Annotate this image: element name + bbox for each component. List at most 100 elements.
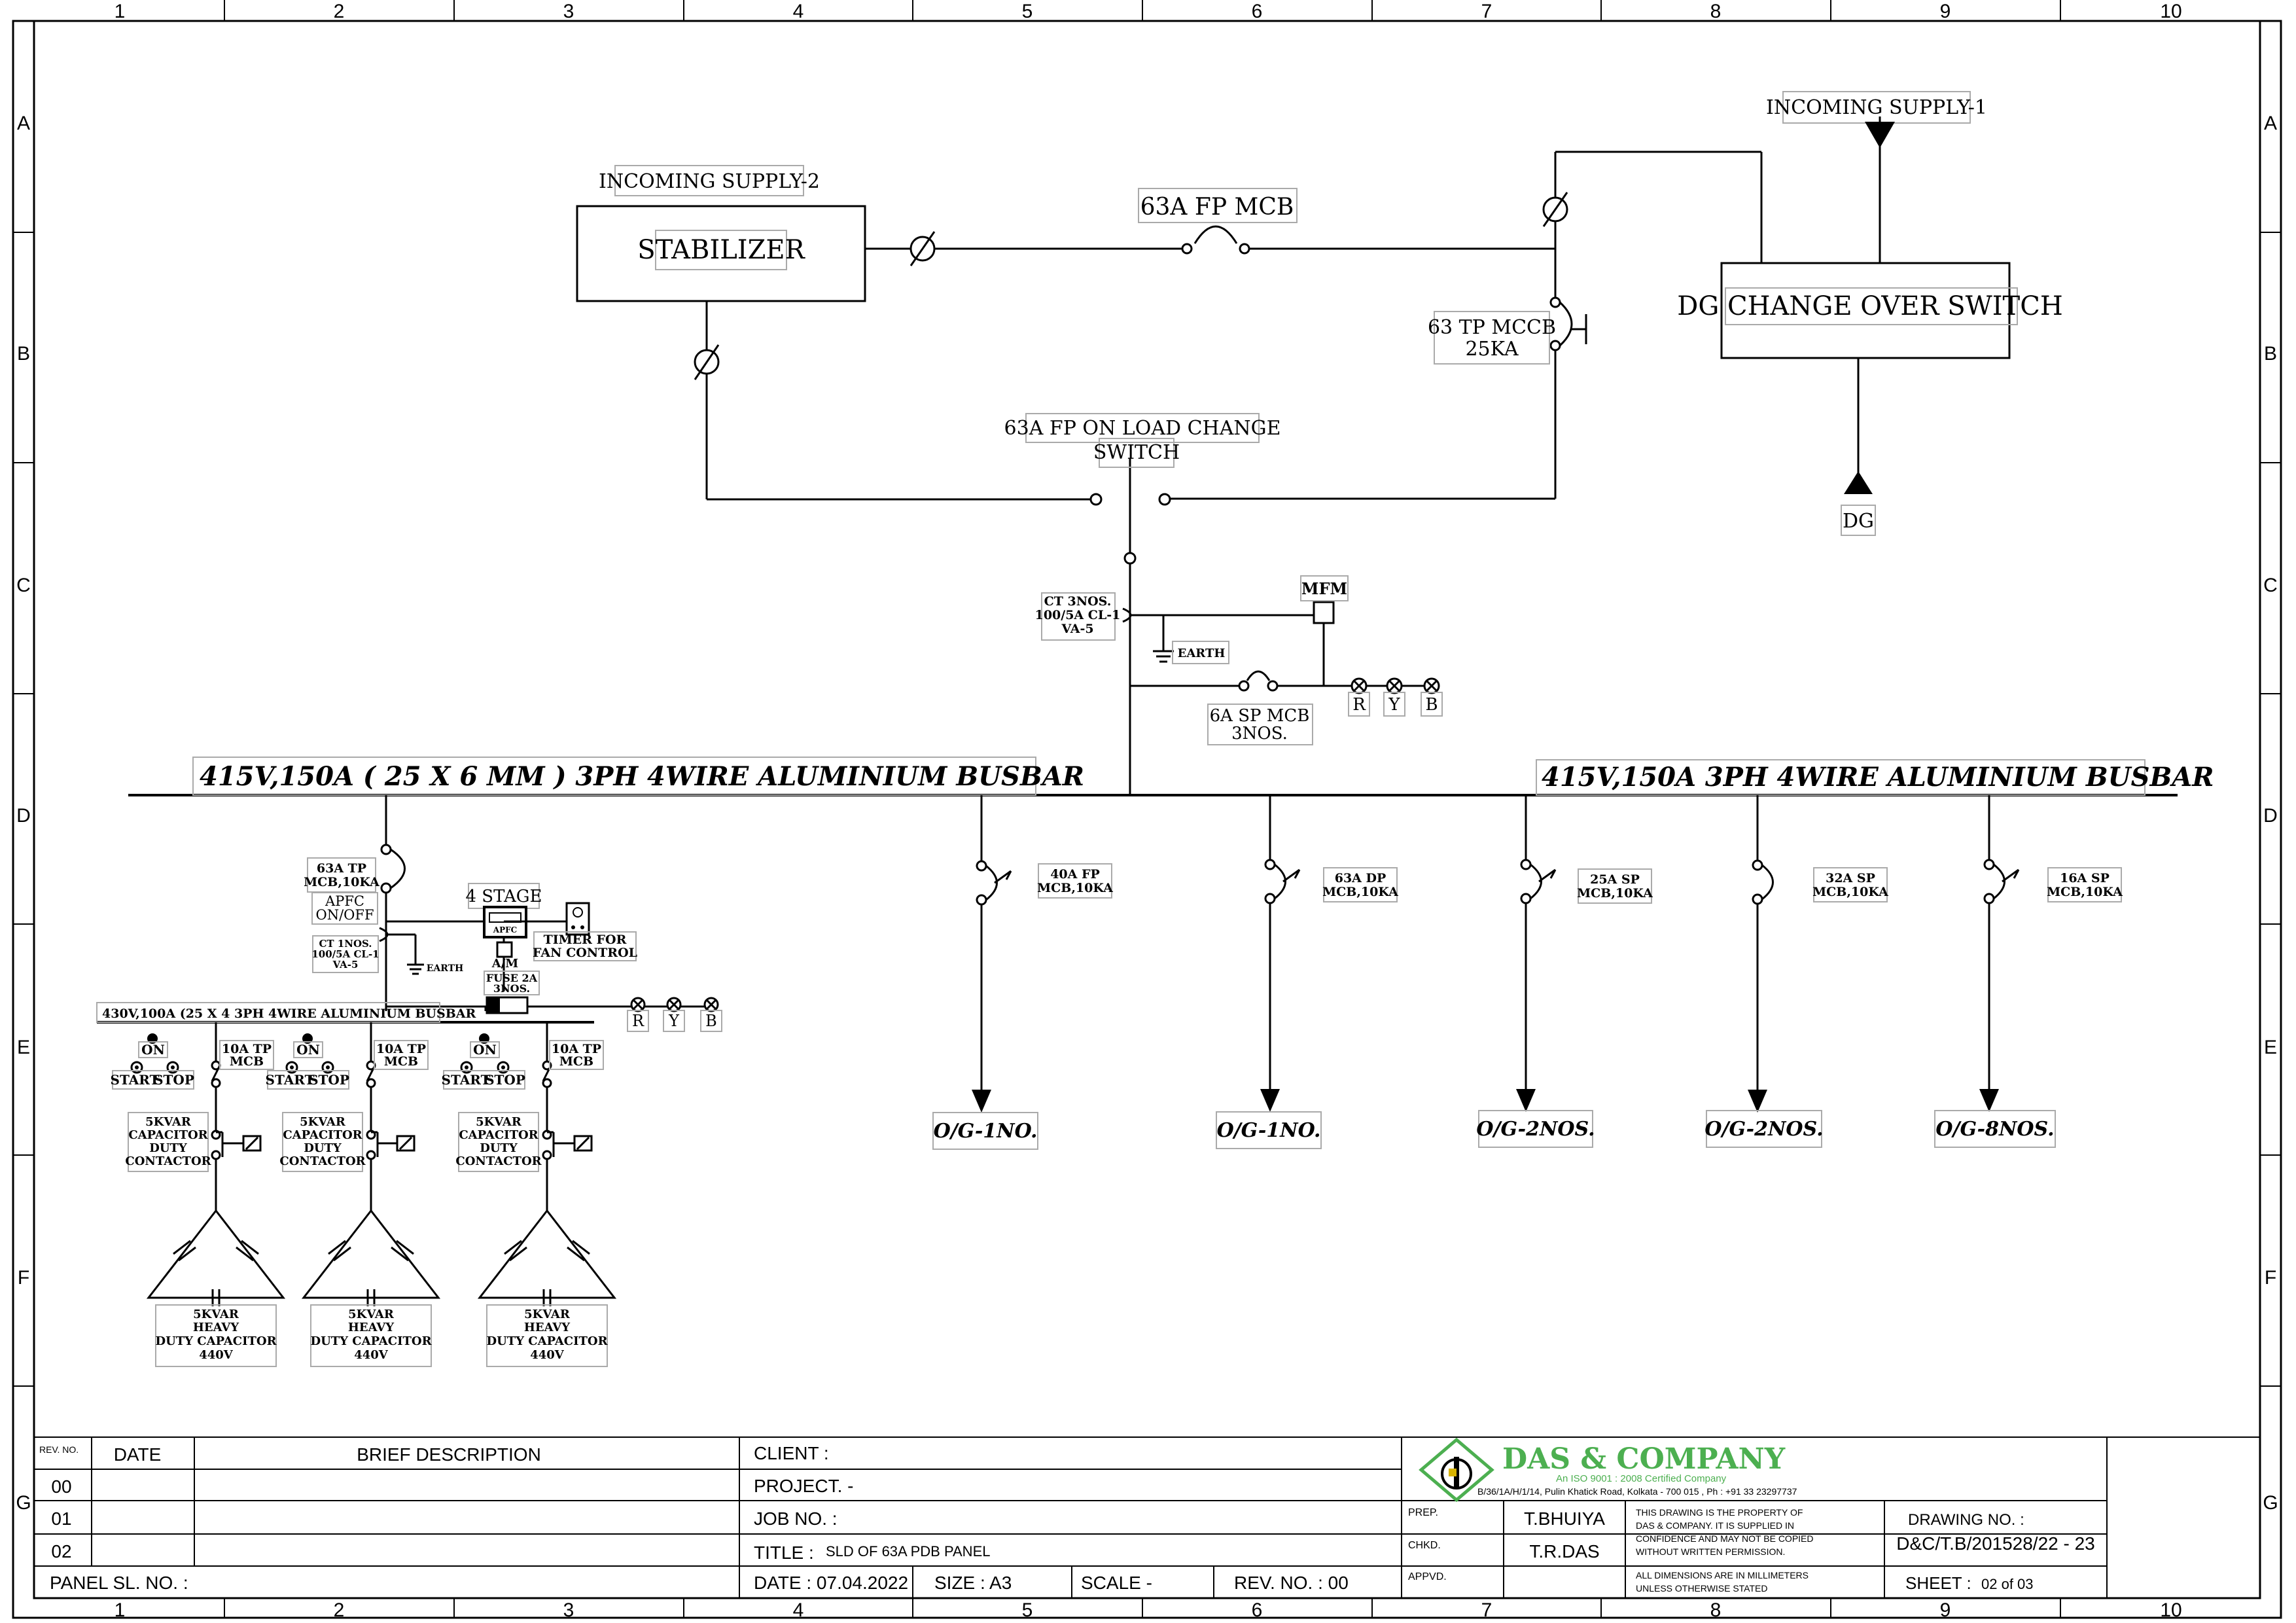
brief-description-header: BRIEF DESCRIPTION [357, 1444, 541, 1465]
capacitor-line1: 5KVAR [524, 1308, 571, 1321]
col-label-bottom: 9 [1940, 1599, 1951, 1621]
feeder-mcb-type: MCB,10KA [1577, 886, 1653, 901]
main-busbar: 415V,150A ( 25 X 6 MM ) 3PH 4WIRE ALUMIN… [128, 757, 2214, 796]
col-label-bottom: 10 [2160, 1599, 2181, 1621]
col-label-bottom: 2 [334, 1599, 345, 1621]
incoming-section: INCOMING SUPPLY-2 STABILIZER [576, 91, 2063, 565]
prep-label: PREP. [1408, 1507, 1438, 1518]
onload-changeover-symbol [1089, 458, 1171, 565]
contactor-line4: CONTACTOR [279, 1154, 366, 1168]
size-value: SIZE : A3 [934, 1573, 1012, 1593]
date-value: DATE : 07.04.2022 [754, 1573, 908, 1593]
mccb-label-line1: 63 TP MCCB [1428, 316, 1556, 339]
rev-number: 00 [51, 1476, 71, 1497]
capacitor-line3: DUTY CAPACITOR [486, 1334, 608, 1348]
col-label-top: 5 [1022, 1, 1033, 22]
timer-label-line1: TIMER FOR [544, 933, 627, 947]
contactor-line2: CAPACITOR [128, 1128, 208, 1142]
title-value: SLD OF 63A PDB PANEL [826, 1543, 990, 1560]
checked-by: T.R.DAS [1529, 1541, 1599, 1561]
on-label: ON [296, 1042, 320, 1058]
col-label-bottom: 3 [563, 1599, 574, 1621]
incoming-supply-2-label: INCOMING SUPPLY-2 [599, 170, 820, 193]
col-label-top: 3 [563, 1, 574, 22]
feeder-mcb-type: MCB,10KA [2047, 885, 2123, 899]
stabilizer-label: STABILIZER [637, 235, 805, 265]
col-label-bottom: 4 [793, 1599, 804, 1621]
property-note-line1: THIS DRAWING IS THE PROPERTY OF [1636, 1507, 1803, 1518]
apfc-ct-line2: 100/5A CL-1 [311, 948, 379, 960]
ct-label-line2: 100/5A CL-1 [1035, 608, 1121, 622]
row-label-right: A [2264, 113, 2277, 134]
fp-mcb-label: 63A FP MCB [1140, 194, 1294, 221]
grid-labels: 1 2 3 4 5 6 7 8 9 10 1 2 3 4 5 6 7 8 9 1… [16, 1, 2278, 1621]
contactor-line1: 5KVAR [476, 1115, 522, 1129]
capacitor-line2: HEAVY [193, 1321, 239, 1334]
row-label-left: F [18, 1267, 29, 1289]
apfc-busbar-label: 430V,100A (25 X 4 3PH 4WIRE ALUMINIUM BU… [102, 1007, 476, 1021]
property-note-line2: DAS & COMPANY. IT IS SUPPLIED IN [1636, 1520, 1794, 1531]
indicator-lamp-icon [1351, 677, 1368, 694]
sp-mcb-label-line2: 3NOS. [1231, 724, 1288, 743]
tp-mcb-rating: 10A TP [222, 1042, 272, 1056]
sp-mcb-label-line1: 6A SP MCB [1210, 706, 1310, 726]
fuse-label-line1: FUSE 2A [486, 972, 538, 984]
col-label-top: 2 [334, 1, 345, 22]
outgoing-feeder: 16A SP MCB,10KA O/G-8NOS. [1934, 795, 2123, 1148]
drawing-frame [12, 20, 2282, 1619]
mfm-meter [1313, 601, 1335, 624]
chkd-label: CHKD. [1408, 1540, 1441, 1551]
prepared-by: T.BHUIYA [1524, 1508, 1605, 1529]
appvd-label: APPVD. [1408, 1571, 1447, 1582]
company-address: B/36/1A/H/1/14, Pulin Khatick Road, Kolk… [1477, 1486, 1797, 1497]
start-stop-station: ON START STOP [111, 1033, 194, 1090]
outgoing-arrow-icon [1748, 1090, 1767, 1113]
row-label-left: A [17, 113, 30, 134]
indicator-lamp-icon [1423, 677, 1440, 694]
fuse-label-line2: 3NOS. [493, 982, 530, 995]
incoming-supply-1-label: INCOMING SUPPLY-1 [1766, 96, 1987, 119]
feeder-og-label: O/G-2NOS. [1476, 1118, 1595, 1141]
stop-label: STOP [485, 1072, 525, 1088]
feeder-mcb-rating: 25A SP [1590, 872, 1640, 887]
lamp-label: R [1352, 695, 1366, 715]
feeder-mcb-rating: 32A SP [1826, 871, 1875, 885]
indicator-lamp-icon [666, 997, 682, 1012]
dg-arrow-icon [1844, 471, 1873, 494]
contactor-line2: CAPACITOR [459, 1128, 539, 1142]
feeder-og-label: O/G-8NOS. [1935, 1118, 2054, 1141]
row-label-right: B [2264, 343, 2277, 365]
ct-label-line3: VA-5 [1061, 622, 1093, 636]
apfc-section: 63A TP MCB,10KA APFC ON/OFF 4 STAGE APFC… [96, 795, 722, 1032]
rev-number: 02 [51, 1541, 71, 1561]
row-label-right: F [2265, 1267, 2276, 1289]
title-label: TITLE : [754, 1543, 814, 1563]
busbar-label-right: 415V,150A 3PH 4WIRE ALUMINIUM BUSBAR [1542, 762, 2214, 793]
apfc-relay-label: APFC [493, 925, 517, 935]
feeder-mcb-type: MCB,10KA [1812, 885, 1888, 899]
col-label-top: 10 [2160, 1, 2181, 22]
col-label-top: 9 [1940, 1, 1951, 22]
drawing-no-label: DRAWING NO. : [1908, 1511, 2024, 1529]
row-label-left: B [17, 343, 30, 365]
sheet-value: 02 of 03 [1981, 1576, 2034, 1592]
onload-switch-label-line1: 63A FP ON LOAD CHANGE [1004, 417, 1281, 440]
capacitor-line4: 440V [199, 1348, 234, 1362]
sheet-label: SHEET : [1905, 1573, 1971, 1593]
scale-value: SCALE - [1081, 1573, 1152, 1593]
incoming-supply-2-box [614, 165, 804, 196]
title-block: REV. NO. DATE BRIEF DESCRIPTION 00 01 02… [34, 1436, 2260, 1598]
col-label-top: 4 [793, 1, 804, 22]
start-label: START [111, 1072, 160, 1088]
property-note-line4: WITHOUT WRITTEN PERMISSION. [1636, 1546, 1785, 1557]
outgoing-arrow-icon [1516, 1089, 1536, 1112]
col-label-bottom: 1 [115, 1599, 126, 1621]
metering-section: MFM CT 3NOS. 100/5A CL-1 VA-5 EARTH 6A S… [1035, 563, 1443, 795]
stop-label: STOP [309, 1072, 349, 1088]
col-label-bottom: 7 [1481, 1599, 1492, 1621]
feeder-mcb-rating: 16A SP [2060, 871, 2110, 885]
row-label-left: C [16, 575, 31, 596]
apfc-lamp-label: Y [668, 1012, 680, 1030]
capacitor-bank-2: ON START STOP 10A TP MCB 5KVAR CAPACITOR… [266, 1022, 441, 1367]
